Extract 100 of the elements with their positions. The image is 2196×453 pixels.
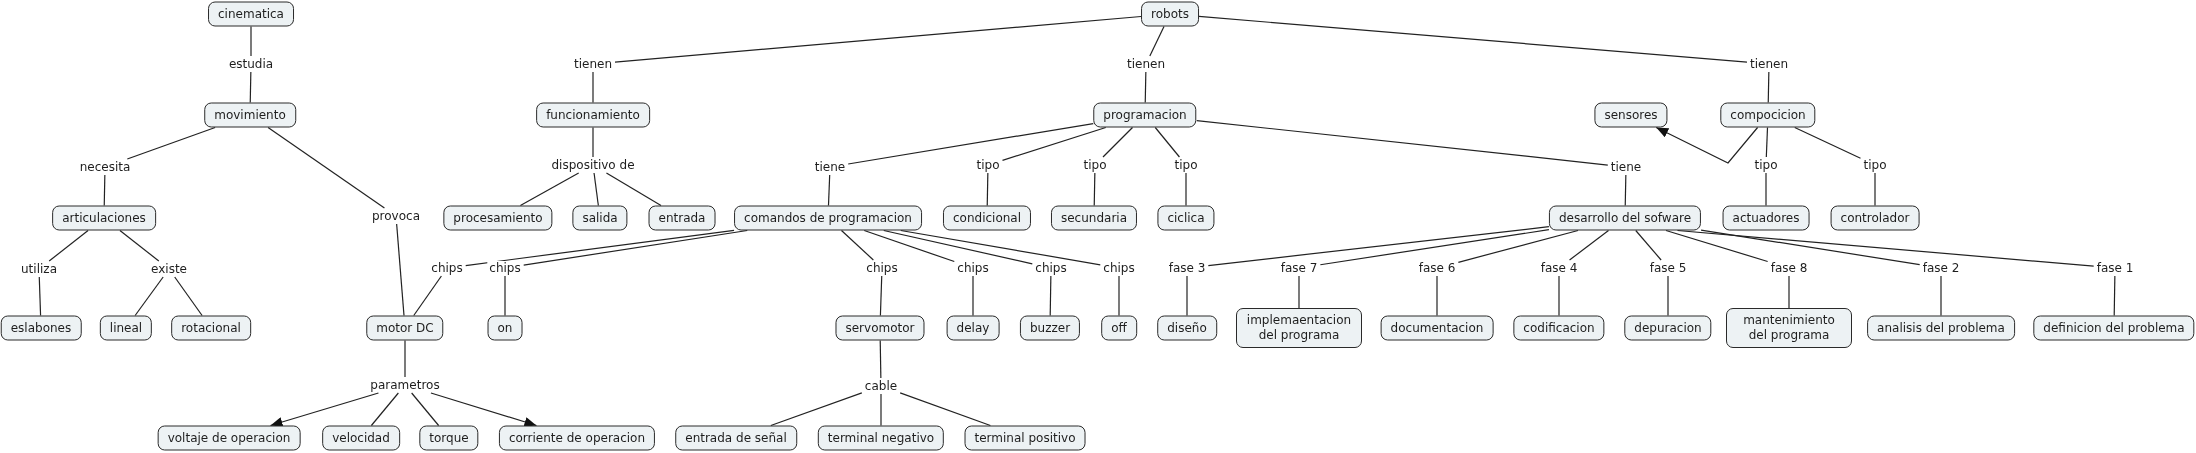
connector-line (1568, 229, 1610, 261)
arrow (430, 392, 538, 427)
connector-line (465, 229, 735, 267)
concept-box: documentacion (1380, 315, 1494, 341)
linking-phrase: fase 4 (1538, 261, 1580, 275)
connector-line (770, 392, 863, 427)
concept-box: desarrollo del sofware (1548, 205, 1702, 231)
concept-box: eslabones (0, 315, 82, 341)
linking-phrase: tipo (1861, 158, 1889, 172)
connector-line (900, 229, 1101, 266)
concept-box: depuracion (1624, 315, 1712, 341)
connector-line (1319, 229, 1550, 266)
linking-phrase: fase 8 (1768, 261, 1810, 275)
concept-box: entrada de señal (675, 425, 797, 451)
connector-line (1149, 25, 1165, 57)
linking-phrase: existe (149, 262, 189, 276)
connector-line (899, 392, 991, 427)
linking-phrase: fase 2 (1920, 261, 1962, 275)
concept-box: movimiento (204, 102, 296, 128)
connector-line (267, 126, 386, 209)
concept-box: corriente de operacion (498, 425, 656, 451)
concept-box: terminal negativo (817, 425, 945, 451)
concept-box: ciclica (1157, 205, 1215, 231)
connector-line (404, 339, 406, 378)
linking-phrase: fase 3 (1166, 261, 1208, 275)
connector-line (1667, 275, 1669, 317)
concept-box: rotacional (171, 315, 251, 341)
connector-line (1144, 71, 1147, 104)
linking-phrase: fase 1 (2094, 261, 2136, 275)
connector-line (48, 229, 89, 262)
connector-line (1198, 15, 1748, 63)
connector-line (126, 126, 216, 160)
linking-phrase: chips (1101, 261, 1137, 275)
concept-box: mantenimiento del programa (1726, 308, 1852, 348)
linking-phrase: dispositivo de (549, 158, 637, 172)
concept-box: robots (1141, 1, 1199, 27)
connector-line (174, 276, 203, 317)
concept-box: sensores (1594, 102, 1668, 128)
concept-box: diseño (1157, 315, 1217, 341)
concept-box: servomotor (835, 315, 925, 341)
linking-phrase: tipo (1081, 158, 1109, 172)
concept-box: controlador (1830, 205, 1920, 231)
connector-line (1767, 71, 1770, 104)
connector-line (986, 172, 989, 207)
connector-line (1558, 275, 1560, 317)
concept-box: articulaciones (52, 205, 156, 231)
connector-line (1635, 229, 1662, 261)
connector-line (411, 392, 440, 427)
concept-box: on (487, 315, 523, 341)
linking-phrase: chips (429, 261, 465, 275)
connector-line (1624, 174, 1627, 207)
concept-box: off (1101, 315, 1137, 341)
concept-box: delay (946, 315, 1000, 341)
connector-line (1765, 126, 1769, 158)
concept-box: programacion (1093, 102, 1197, 128)
connector-line (605, 172, 662, 207)
linking-phrase: tipo (974, 158, 1002, 172)
connector-line (1049, 275, 1052, 317)
linking-phrase: tienen (1125, 57, 1167, 71)
connector-line (1788, 275, 1790, 309)
connector-line (592, 126, 594, 158)
linking-phrase: fase 6 (1416, 261, 1458, 275)
concept-box: salida (572, 205, 628, 231)
concept-box: funcionamiento (536, 102, 650, 128)
linking-phrase: tipo (1172, 158, 1200, 172)
connector-line (1665, 229, 1769, 263)
linking-phrase: tienen (1748, 57, 1790, 71)
connector-line (1940, 275, 1942, 317)
concept-box: cinematica (208, 1, 294, 27)
connector-line (250, 25, 252, 57)
connector-line (1207, 226, 1550, 267)
linking-phrase: chips (955, 261, 991, 275)
connector-line (523, 229, 748, 266)
connector-line (396, 223, 405, 317)
connector-line (1436, 275, 1438, 317)
connector-line (1700, 229, 1921, 266)
linking-phrase: tiene (812, 160, 848, 174)
connector-line (879, 339, 882, 379)
concept-box: implemaentacion del programa (1236, 308, 1362, 348)
linking-phrase: utiliza (19, 262, 59, 276)
connector-line (880, 393, 882, 427)
linking-phrase: chips (864, 261, 900, 275)
connector-line (827, 174, 831, 207)
concept-box: voltaje de operacion (157, 425, 301, 451)
connector-line (370, 392, 399, 427)
linking-phrase: estudia (226, 57, 276, 71)
linking-phrase: necesita (77, 160, 133, 174)
connector-line (1118, 275, 1120, 317)
concept-box: entrada (648, 205, 716, 231)
arrow (269, 392, 380, 427)
concept-box: motor DC (366, 315, 444, 341)
linking-phrase: parametros (368, 378, 442, 392)
concept-box: velocidad (322, 425, 400, 451)
connector-line (614, 15, 1142, 63)
connector-line (103, 174, 106, 207)
connector-line (1457, 229, 1579, 263)
concept-box: compocicion (1720, 102, 1816, 128)
connector-line (38, 276, 42, 317)
connector-line (1765, 172, 1767, 207)
connector-line (134, 276, 164, 317)
